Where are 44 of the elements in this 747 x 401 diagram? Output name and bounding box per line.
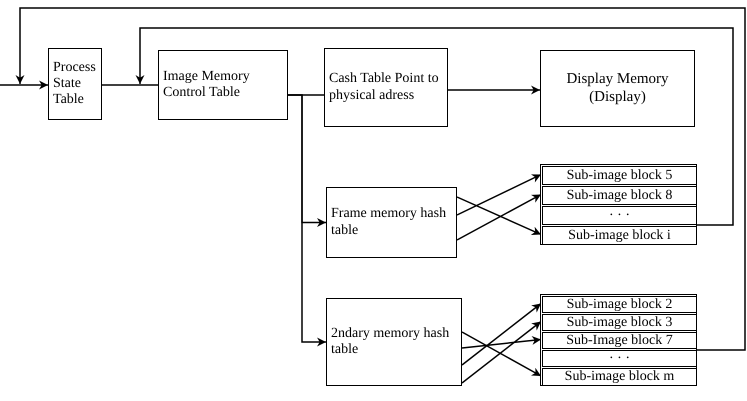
arrow: [456, 196, 542, 236]
node-label: Sub-image block m: [564, 370, 674, 384]
table-box: [324, 48, 448, 127]
list-row: [542, 296, 697, 313]
node-label: Sub-image block i: [568, 228, 671, 242]
table-box: [48, 48, 102, 120]
arrow: [0, 80, 48, 90]
arrow: [16, 7, 746, 351]
list-row: [542, 368, 697, 386]
node-label: Sub-image block 8: [566, 188, 672, 202]
arrow: [462, 331, 542, 377]
arrow: [462, 336, 542, 349]
node-label: Sub-image block 5: [566, 168, 672, 182]
list-row: [542, 166, 697, 185]
list-row: [542, 332, 697, 349]
arrow: [462, 302, 542, 366]
node-label: Display Memory (Display): [565, 71, 670, 106]
node-label: Sub-Image block 7: [566, 334, 673, 348]
list-row: [542, 350, 697, 367]
arrow: [136, 27, 734, 226]
arrow: [288, 94, 326, 346]
arrow: [456, 194, 542, 241]
arrow: [462, 320, 542, 384]
list-row: [542, 314, 697, 331]
node-label: Image Memory Control Table: [163, 68, 251, 102]
node-label: 2ndary memory hash table: [331, 326, 450, 358]
node-label: Sub-image block 3: [566, 316, 672, 330]
node-label: · · ·: [609, 208, 630, 222]
block-list-frame: [540, 294, 697, 386]
node-label: Sub-image block 2: [566, 298, 672, 312]
table-box: [326, 187, 457, 258]
node-label: Process State Table: [53, 60, 97, 108]
list-row: [542, 186, 697, 205]
node-label: · · ·: [609, 352, 630, 366]
arrow: [456, 174, 542, 216]
node-label: Cash Table Point to physical adress: [329, 71, 440, 104]
node-label: Frame memory hash table: [331, 206, 448, 239]
table-box: [326, 298, 462, 386]
arrow: [448, 86, 540, 94]
list-row: [542, 226, 697, 245]
table-box: [158, 50, 288, 120]
table-box: [540, 50, 695, 127]
block-list-frame: [540, 164, 697, 245]
list-row: [542, 206, 697, 225]
